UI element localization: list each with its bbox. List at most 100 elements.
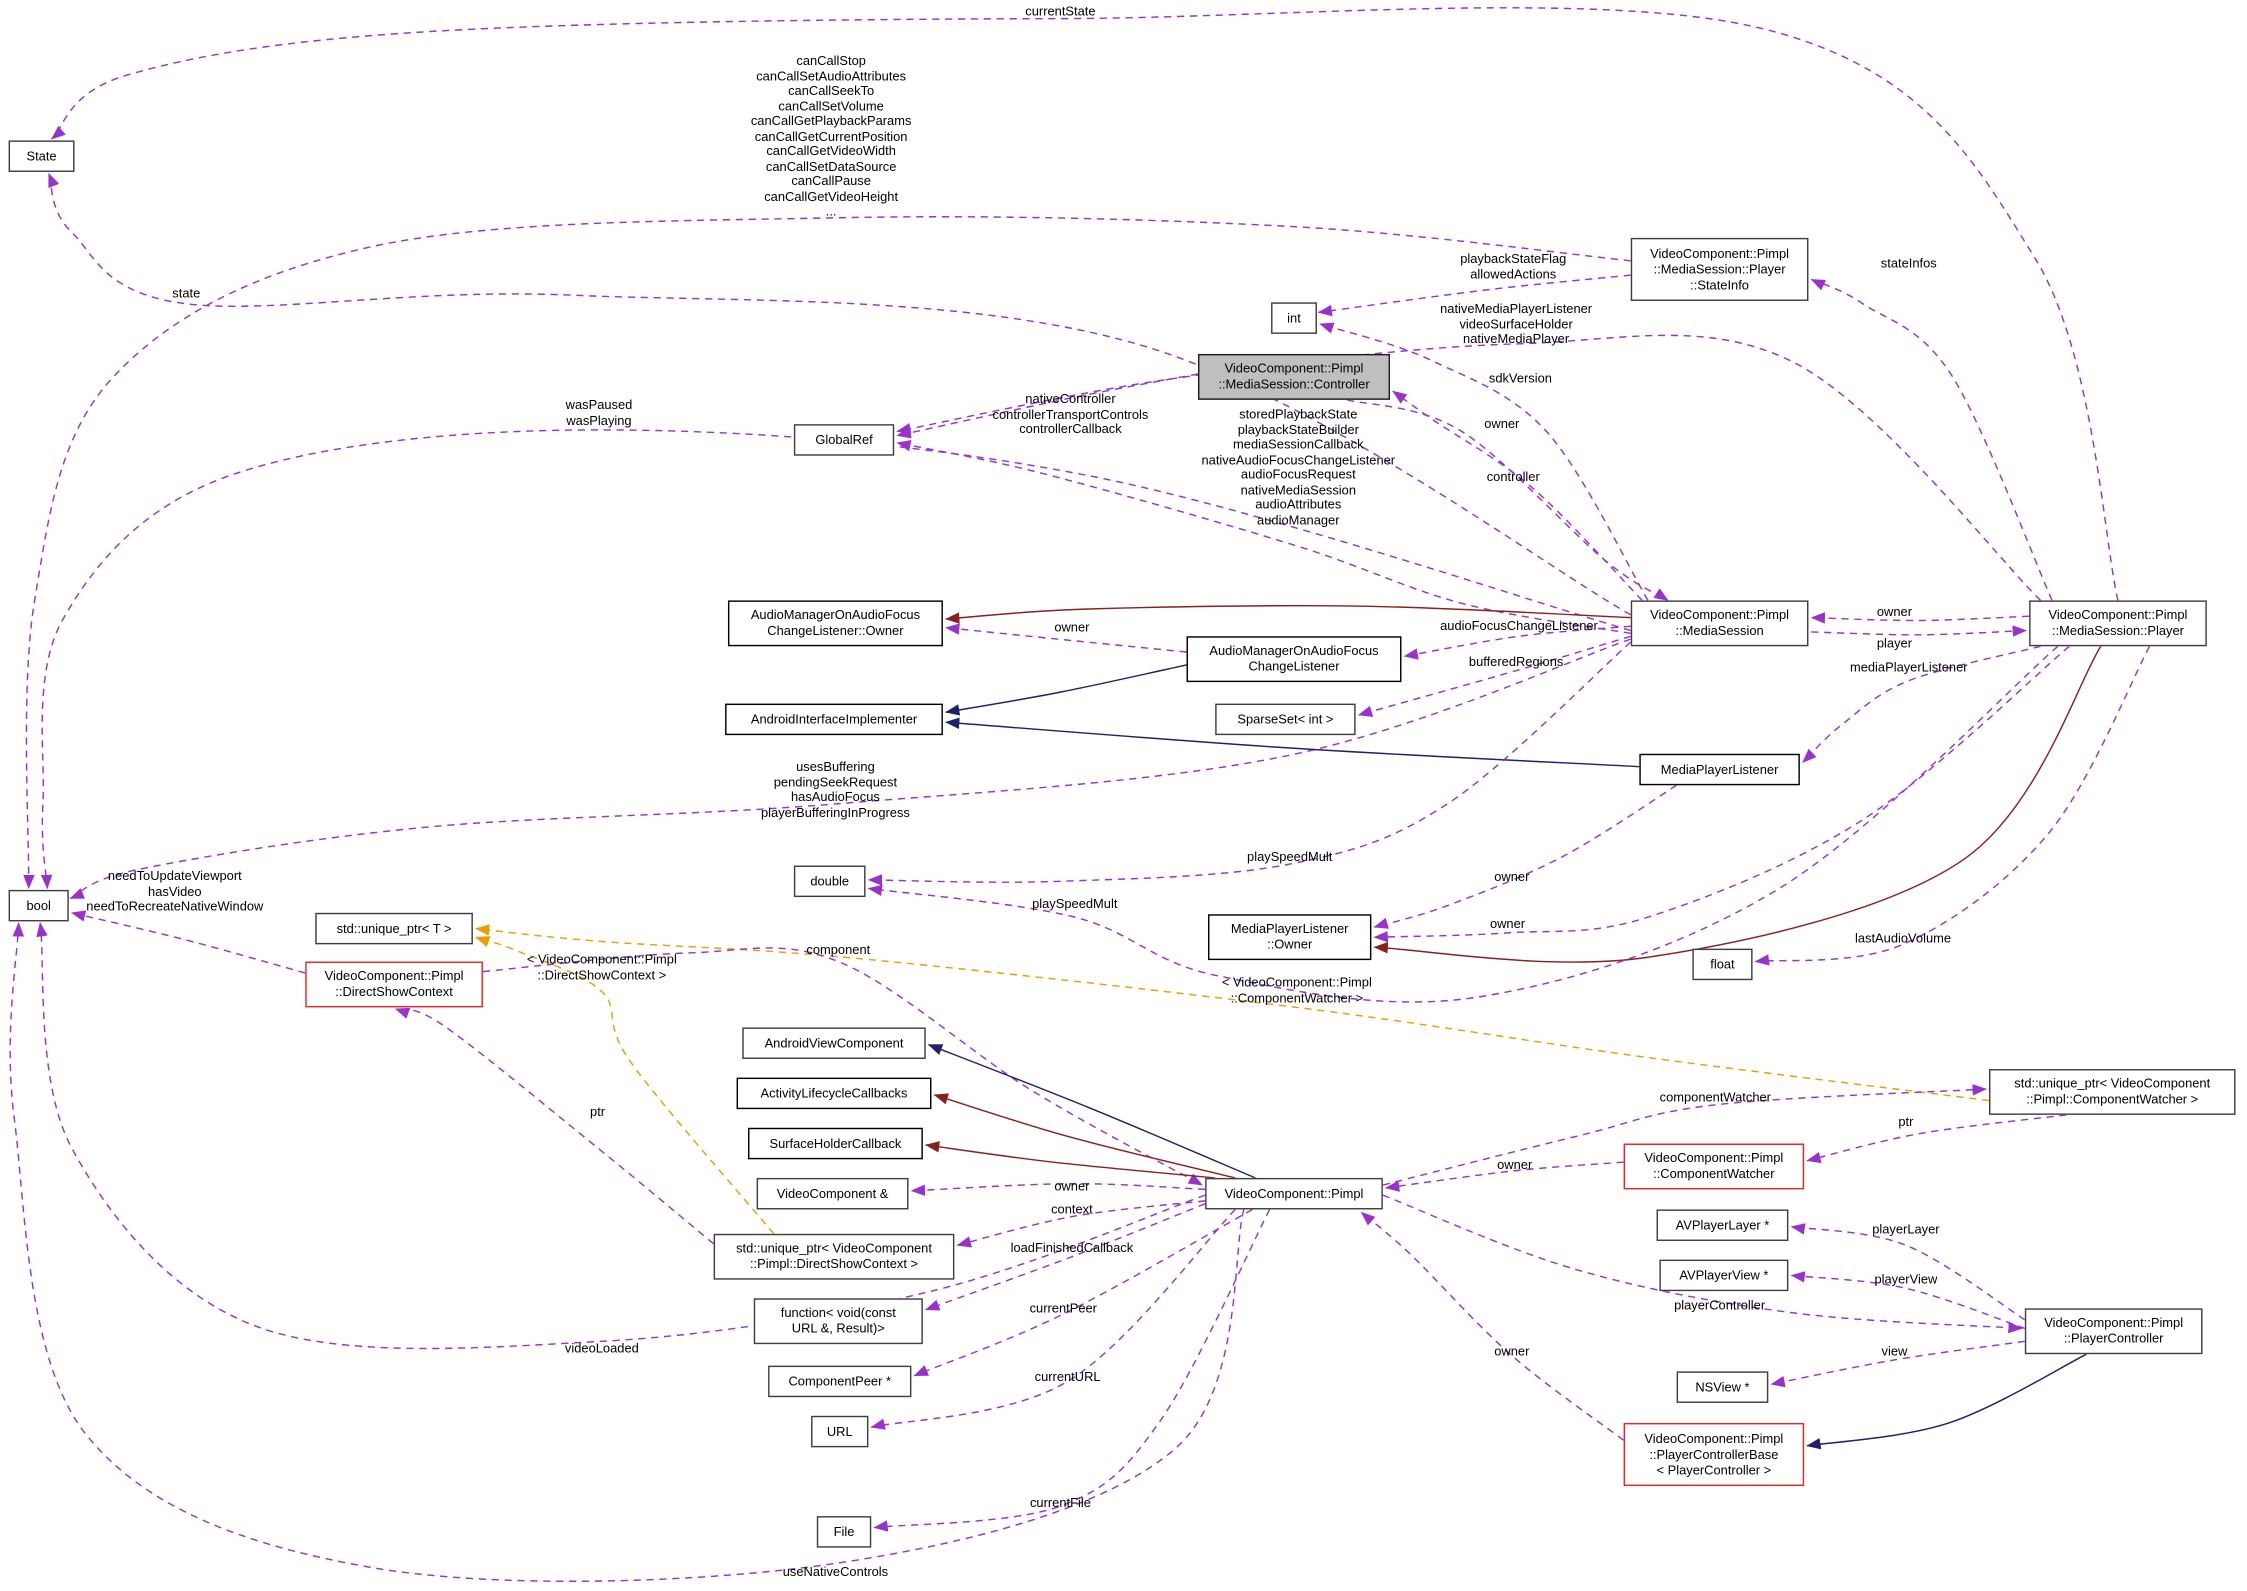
edge-inhMplAii [945, 717, 1640, 768]
edge-inhPimplShc [925, 1141, 1216, 1179]
edge-label-currentFile: currentFile [1029, 1495, 1091, 1511]
node-loadcb: function< void(const URL &, Result)> [753, 1298, 923, 1345]
edge-controller [1392, 390, 1643, 601]
edge-label-audioFocusChangeListener: audioFocusChangeListener [1440, 618, 1598, 634]
edge-inhPcPcb [1806, 1353, 2087, 1450]
edge-videoLoaded [36, 922, 1206, 1350]
edge-currentFile [873, 1209, 1271, 1532]
edge-tmplCw [475, 924, 1990, 1102]
node-bool: bool [8, 889, 69, 922]
edge-componentWatcher [1382, 1084, 1987, 1186]
edge-label-sdkVersion: sdkVersion [1488, 370, 1552, 386]
edge-label-tmplCw: < VideoComponent::Pimpl ::ComponentWatch… [1221, 975, 1372, 1005]
edge-inhPlayerMplOwner [1373, 645, 2102, 963]
node-uptr_dsc: std::unique_ptr< VideoComponent ::Pimpl:… [713, 1233, 955, 1280]
edge-label-lastAudioVolume: lastAudioVolume [1854, 931, 1952, 946]
edge-label-nativeMediaPlayer: nativeMediaPlayerListener videoSurfaceHo… [1440, 301, 1593, 346]
edge-label-playSpeedMultMs: playSpeedMult [1247, 849, 1333, 864]
edge-label-tmplDsc: < VideoComponent::Pimpl ::DirectShowCont… [526, 952, 677, 982]
node-file[interactable]: File [816, 1516, 872, 1548]
node-float: float [1692, 948, 1753, 981]
edge-currentURL [870, 1208, 1236, 1430]
node-cw[interactable]: VideoComponent::Pimpl ::ComponentWatcher [1623, 1143, 1805, 1190]
edge-playerController [1382, 1194, 2023, 1334]
node-dsc[interactable]: VideoComponent::Pimpl ::DirectShowContex… [305, 961, 483, 1008]
edge-ownerMpl2 [1373, 645, 2070, 943]
edge-label-ownerPimpl: owner [1054, 1179, 1090, 1194]
edge-label-state: state [172, 286, 201, 301]
node-avplayerview: AVPlayerView * [1659, 1259, 1789, 1292]
edge-label-currentPeer: currentPeer [1029, 1300, 1097, 1316]
node-pimpl[interactable]: VideoComponent::Pimpl [1205, 1177, 1383, 1210]
edge-playbackStateFlag [1317, 274, 1631, 317]
node-vc_ref: VideoComponent & [756, 1177, 909, 1210]
node-controller: VideoComponent::Pimpl ::MediaSession::Co… [1197, 353, 1391, 400]
edge-playSpeedMultMs [867, 641, 1632, 886]
edge-label-ownerPlayer: owner [1876, 604, 1912, 619]
edge-label-useNativeControls: useNativeControls [782, 1564, 889, 1579]
edge-ownerController [1346, 399, 1669, 602]
edge-currentPeer [913, 1208, 1253, 1377]
edge-storedPlaybackState [896, 440, 1631, 635]
edge-label-ownerAmoafcl: owner [1054, 620, 1090, 635]
edge-ownerMpl [1373, 784, 1677, 929]
edge-label-nativeController: nativeController controllerTransportCont… [992, 391, 1149, 436]
node-pcb[interactable]: VideoComponent::Pimpl ::PlayerController… [1623, 1422, 1805, 1487]
edge-canCallFlags [23, 216, 1631, 890]
edge-currentState [51, 7, 2119, 601]
node-stateinfo[interactable]: VideoComponent::Pimpl ::MediaSession::Pl… [1630, 237, 1809, 301]
node-avc[interactable]: AndroidViewComponent [742, 1027, 926, 1059]
edge-ownerPlayer [1810, 612, 2030, 624]
edge-needToUpdateViewport [70, 910, 306, 974]
node-globalref[interactable]: GlobalRef [793, 424, 895, 456]
edge-view [1770, 1340, 2025, 1388]
node-mpl_owner[interactable]: MediaPlayerListener ::Owner [1208, 914, 1372, 961]
edge-label-component: component [806, 942, 871, 957]
node-amoafcl_owner[interactable]: AudioManagerOnAudioFocus ChangeListener:… [727, 600, 943, 647]
edge-ownerAmoafcl [945, 623, 1187, 653]
node-mediasession[interactable]: VideoComponent::Pimpl ::MediaSession [1630, 600, 1809, 647]
edge-label-player: player [1876, 635, 1912, 651]
node-alc[interactable]: ActivityLifecycleCallbacks [736, 1077, 932, 1110]
edge-label-ownerController: owner [1484, 416, 1520, 431]
node-mpl[interactable]: MediaPlayerListener [1639, 753, 1800, 786]
edge-playerView [1790, 1271, 2026, 1330]
node-aii[interactable]: AndroidInterfaceImplementer [725, 703, 943, 736]
node-sparseset[interactable]: SparseSet< int > [1215, 703, 1356, 736]
edge-component [482, 947, 1203, 1186]
node-peer: ComponentPeer * [768, 1365, 912, 1398]
edge-label-videoLoaded: videoLoaded [564, 1340, 639, 1356]
edge-label-stateInfos: stateInfos [1880, 256, 1937, 271]
node-uptr_cw: std::unique_ptr< VideoComponent ::Pimpl:… [1989, 1069, 2236, 1115]
edge-label-playSpeedMultPlayer: playSpeedMult [1032, 896, 1118, 912]
edge-label-currentState: currentState [1025, 3, 1096, 19]
edge-bufferedRegions [1357, 635, 1631, 717]
edge-label-componentWatcher: componentWatcher [1659, 1090, 1771, 1105]
edge-inhMsOwner [945, 604, 1631, 624]
edge-lastAudioVolume [1754, 645, 2151, 966]
edge-label-needToUpdateViewport: needToUpdateViewport hasVideo needToRecr… [86, 868, 264, 914]
edge-label-playerController: playerController [1674, 1297, 1766, 1313]
edge-playerLayer [1790, 1223, 2026, 1321]
edge-inhPimplAlc [933, 1093, 1236, 1179]
node-state[interactable]: State [8, 140, 75, 172]
edge-ownerCw [1385, 1161, 1624, 1192]
edge-label-ownerPcb: owner [1494, 1343, 1530, 1359]
edge-useNativeControls [9, 922, 1245, 1582]
edge-label-ownerMpl2: owner [1489, 916, 1526, 932]
node-amoafcl[interactable]: AudioManagerOnAudioFocus ChangeListener [1186, 636, 1402, 683]
edge-nativeController [896, 373, 1199, 439]
edge-label-playerView: playerView [1874, 1272, 1938, 1287]
node-url[interactable]: URL [811, 1415, 869, 1448]
node-int: int [1271, 302, 1317, 334]
edge-usesBuffering [69, 638, 1631, 900]
node-double: double [793, 865, 866, 898]
node-playercontroller[interactable]: VideoComponent::Pimpl ::PlayerController [2024, 1308, 2203, 1355]
node-shc[interactable]: SurfaceHolderCallback [748, 1127, 923, 1160]
edge-inhAmoafclAii [945, 664, 1187, 716]
node-player[interactable]: VideoComponent::Pimpl ::MediaSession::Pl… [2029, 600, 2207, 647]
edge-wasPaused [40, 429, 1631, 890]
edge-ptrDsc [394, 1007, 715, 1245]
edge-ownerPimpl [910, 1182, 1206, 1196]
